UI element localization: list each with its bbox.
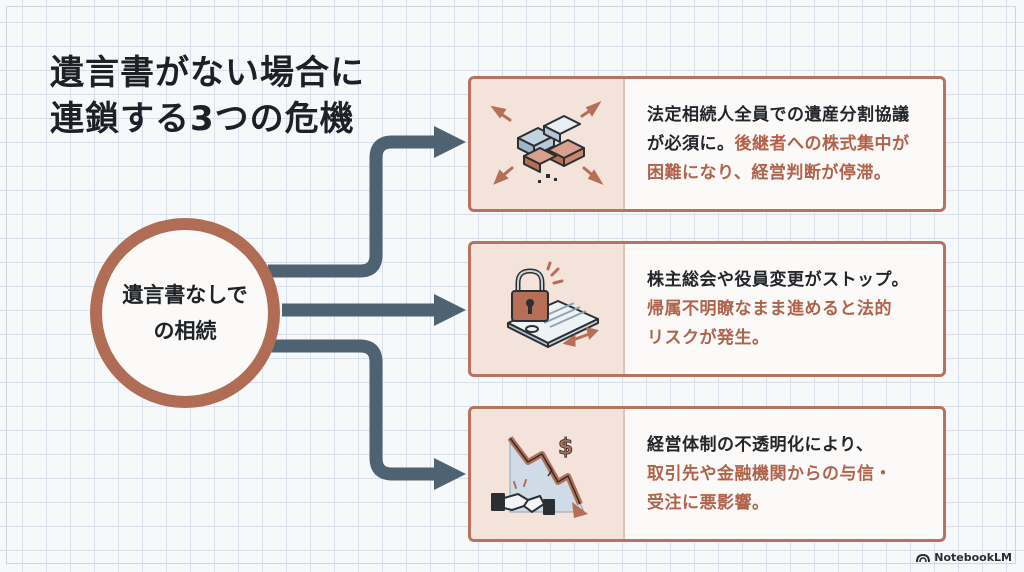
card-text-line: が必須に。 — [647, 133, 735, 154]
risk-card-2: 株主総会や役員変更がストップ。 帰属不明瞭なまま進めると法的 リスクが発生。 — [468, 241, 946, 377]
watermark: NotebookLM — [916, 551, 1012, 564]
card-text-line: 経営体制の不透明化により、 — [647, 434, 874, 455]
scattered-puzzle-icon — [490, 100, 604, 186]
card-icon-panel — [471, 79, 625, 209]
svg-text:$: $ — [558, 435, 573, 460]
card-accent-line: 後継者への株式集中が — [734, 133, 910, 154]
falling-chart-handshake-icon: $ — [491, 435, 588, 518]
card-accent-line: 受注に悪影響。 — [647, 492, 770, 513]
connector-bottom — [268, 339, 436, 481]
card-icon-panel — [471, 244, 625, 374]
locked-document-icon — [507, 261, 599, 348]
title-line-1: 遺言書がない場合に — [50, 53, 365, 93]
card-icon-panel: $ — [471, 409, 625, 539]
hub-label: 遺言書なしでの相続 — [122, 283, 248, 343]
card-text: 株主総会や役員変更がストップ。 帰属不明瞭なまま進めると法的 リスクが発生。 — [647, 244, 929, 374]
arrowhead-middle — [434, 294, 466, 326]
watermark-label: NotebookLM — [934, 551, 1012, 564]
arrowhead-bottom — [434, 458, 466, 490]
card-accent-line: 困難になり、経営判断が停滞。 — [647, 162, 892, 183]
risk-card-1: 法定相続人全員での遺産分割協議 が必須に。後継者への株式集中が 困難になり、経営… — [468, 76, 946, 212]
title-line-2: 連鎖する3つの危機 — [50, 99, 355, 139]
risk-card-3: $ 経営体制の不透明化により、 取引先や金融機関からの与信・ 受注に悪影響。 — [468, 406, 946, 542]
connector-top — [268, 135, 436, 278]
page-title: 遺言書がない場合に 連鎖する3つの危機 — [50, 50, 365, 142]
hub-circle: 遺言書なしでの相続 — [90, 218, 280, 408]
card-text: 経営体制の不透明化により、 取引先や金融機関からの与信・ 受注に悪影響。 — [647, 409, 929, 539]
notebooklm-logo-icon — [916, 553, 931, 562]
card-text-line: 法定相続人全員での遺産分割協議 — [647, 104, 910, 125]
card-accent-line: リスクが発生。 — [647, 327, 770, 348]
card-accent-line: 取引先や金融機関からの与信・ — [647, 463, 892, 484]
card-text-line: 株主総会や役員変更がストップ。 — [647, 269, 909, 290]
card-accent-line: 帰属不明瞭なまま進めると法的 — [647, 298, 892, 319]
card-text: 法定相続人全員での遺産分割協議 が必須に。後継者への株式集中が 困難になり、経営… — [647, 79, 929, 209]
arrowhead-top — [434, 126, 466, 158]
